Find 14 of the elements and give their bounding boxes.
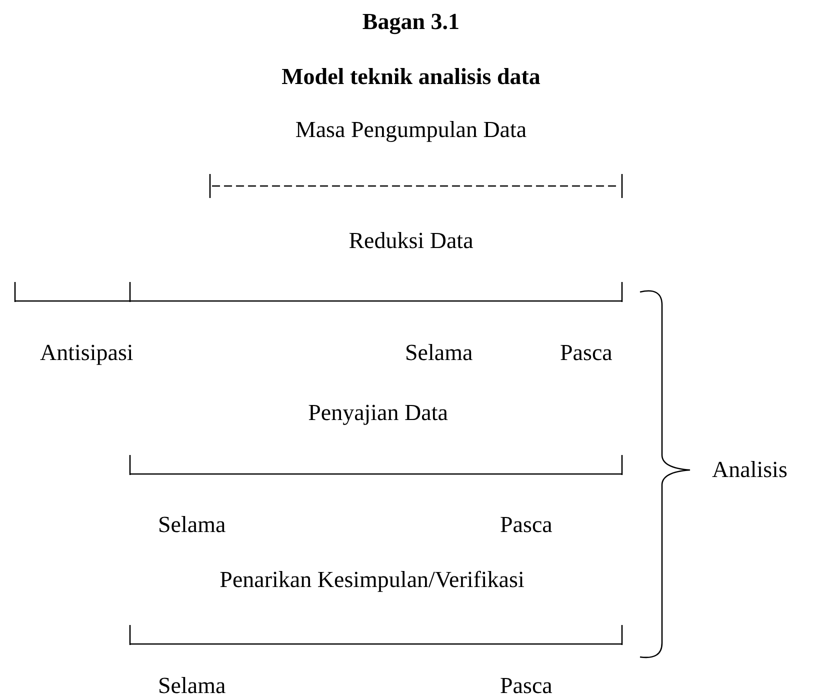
bracket-label: Analisis: [712, 456, 788, 484]
period-label: Selama: [158, 672, 226, 699]
period-label: Pasca: [500, 672, 552, 699]
period-label: Pasca: [500, 511, 552, 539]
period-label: Selama: [405, 339, 473, 367]
phase-heading: Penarikan Kesimpulan/Verifikasi: [220, 566, 524, 594]
phase-heading: Reduksi Data: [348, 227, 474, 255]
period-label: Selama: [158, 511, 226, 539]
diagram-title: Bagan 3.1: [362, 8, 460, 36]
phase-heading: Masa Pengumpulan Data: [295, 116, 527, 144]
phase-heading: Penyajian Data: [308, 399, 448, 427]
diagram-subtitle: Model teknik analisis data: [282, 63, 540, 91]
period-label: Pasca: [560, 339, 612, 367]
period-label: Antisipasi: [40, 339, 134, 367]
